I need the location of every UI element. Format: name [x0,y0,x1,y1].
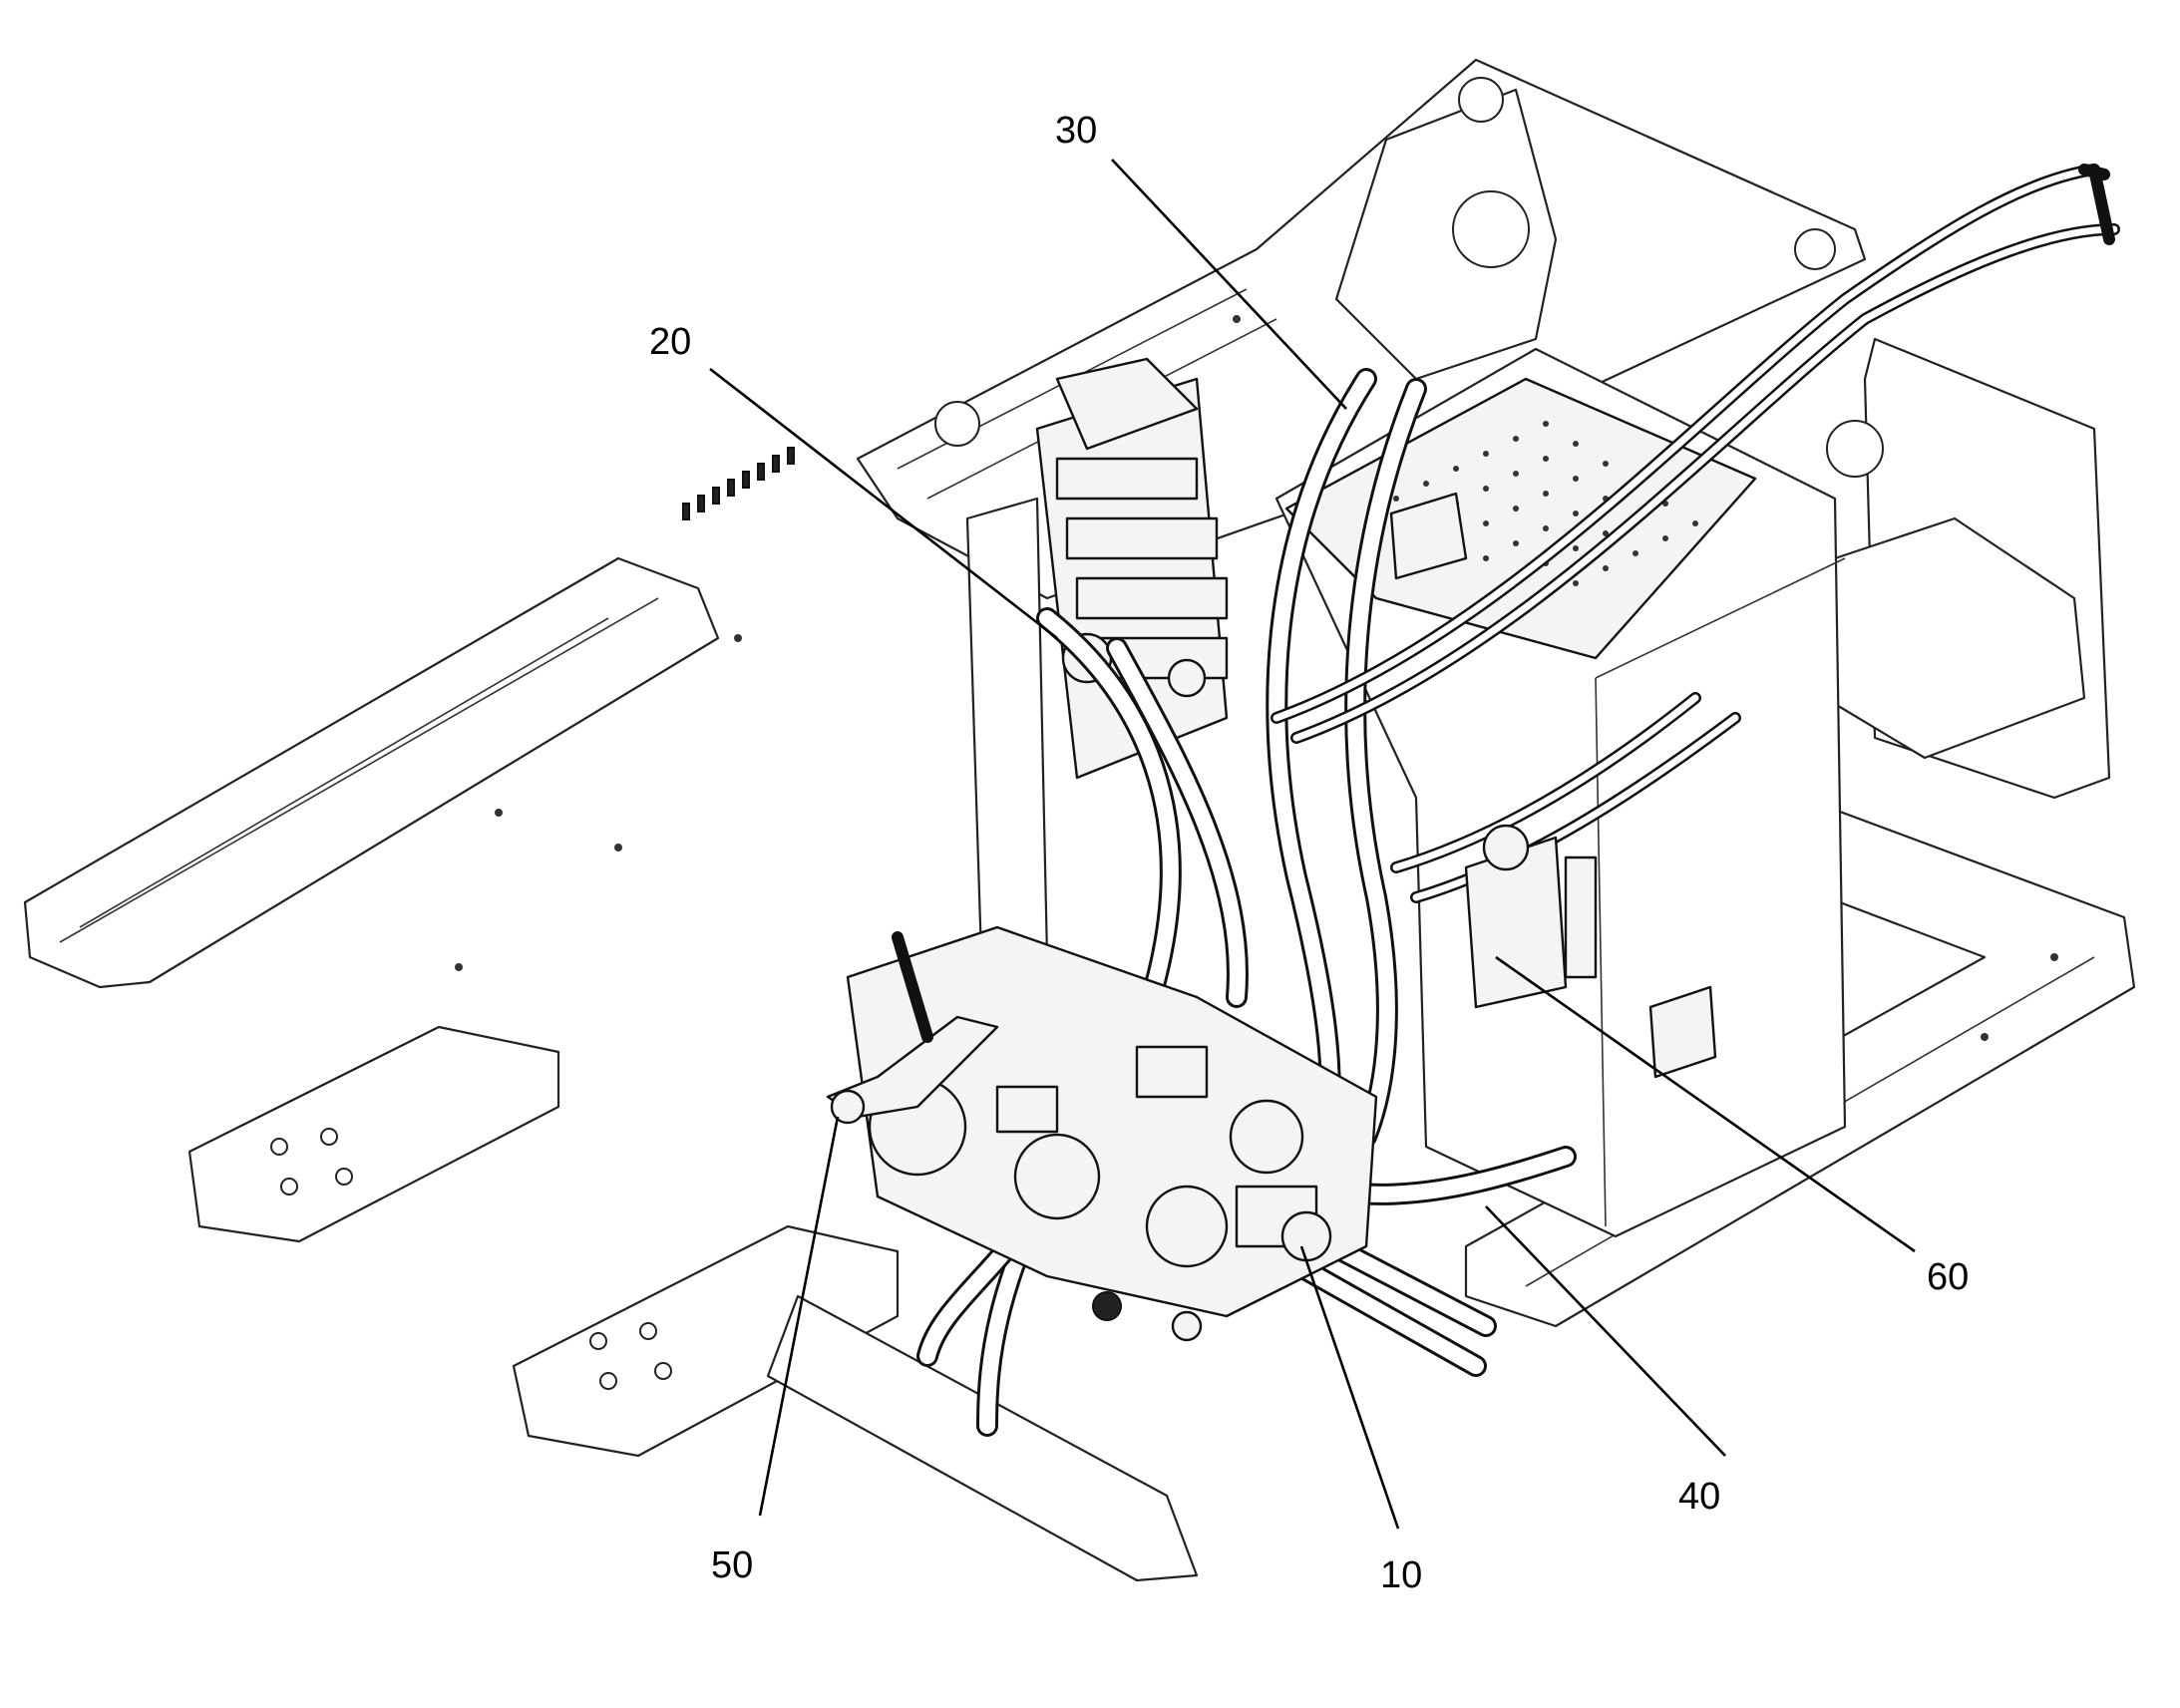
pump-assembly [846,925,1378,1342]
callout-60: 60 [1927,1256,1969,1298]
callout-10: 10 [1380,1554,1422,1596]
callout-20: 20 [649,321,691,363]
leader-30 [1111,159,1347,410]
leader-20 [709,367,1058,640]
leader-10 [1299,1245,1400,1530]
hose-bundle [887,164,2120,1437]
leader-40 [1485,1205,1726,1457]
callout-leaders [709,159,1916,1530]
control-valve-stack [965,357,1229,989]
leader-60 [1495,955,1916,1253]
callout-50: 50 [711,1544,753,1586]
hose-bracket [826,931,999,1125]
callout-40: 40 [1678,1476,1720,1518]
manifold-block [1464,824,1598,1009]
valve-block-30 [1389,492,1468,580]
callout-30: 30 [1055,110,1097,152]
leader-50 [758,1116,840,1517]
slot-row [682,447,795,520]
